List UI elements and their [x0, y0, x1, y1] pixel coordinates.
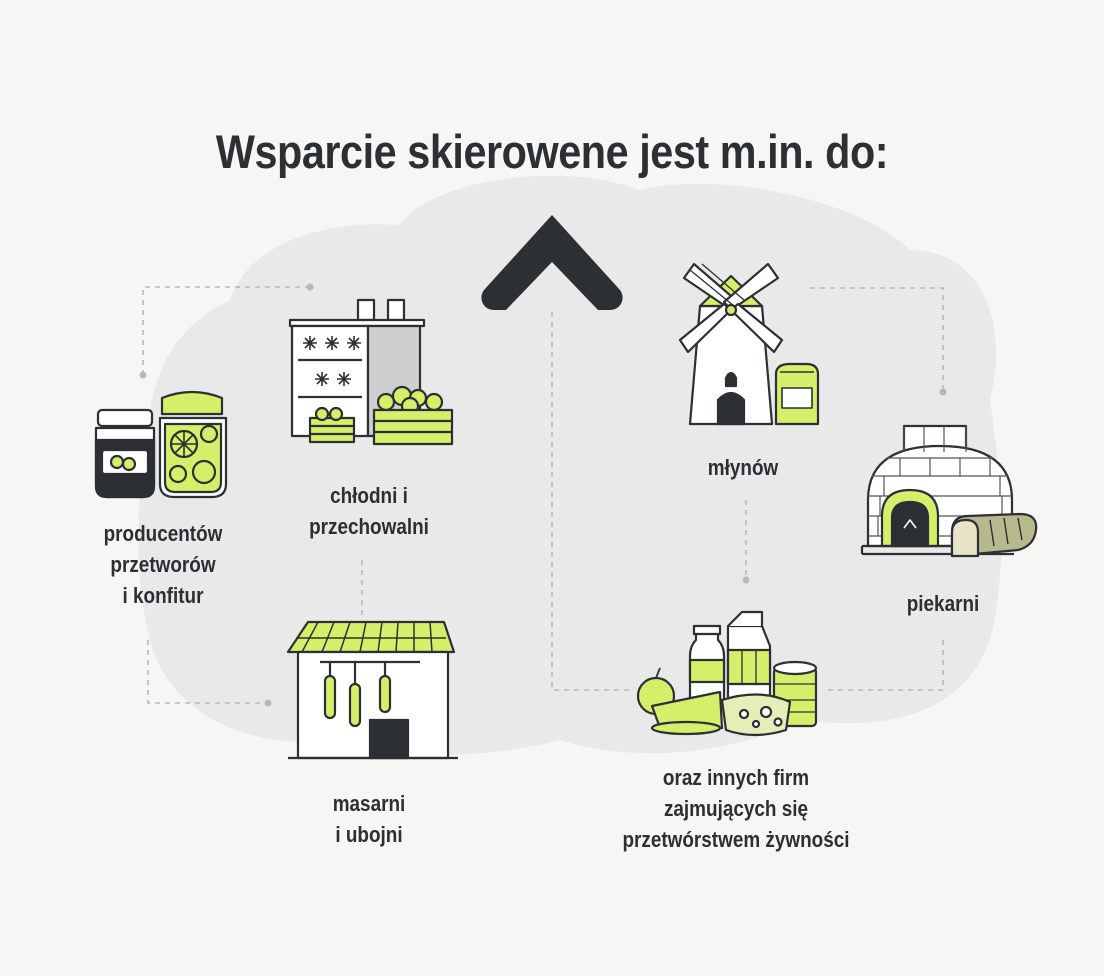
bread-oven-icon [860, 424, 1038, 558]
label-butcher: masarni i ubojni [332, 791, 406, 847]
label-cold-storage: chłodni i przechowalni [309, 483, 429, 539]
label-mills: młynów [707, 455, 779, 480]
connector-dots [139, 283, 947, 707]
butcher-shed-icon [286, 620, 458, 760]
page-title: Wsparcie skierowene jest m.in. do: [215, 125, 889, 178]
oven-bricks [868, 426, 1012, 537]
connector-lines [142, 286, 944, 704]
food-products-icon [636, 610, 818, 737]
snowflake-icon [303, 336, 361, 386]
label-food-processing: oraz innych firm zajmujących się przetwó… [622, 765, 850, 852]
cold-storage-icon [288, 298, 454, 446]
sausage-icon [323, 662, 392, 728]
windmill-blades [678, 262, 784, 354]
windmill-icon [678, 262, 820, 426]
jars-icon [94, 390, 228, 499]
label-bakery: piekarni [906, 591, 980, 616]
chevron-up-icon [481, 215, 623, 310]
label-jams: producentów przetworów i konfitur [103, 521, 223, 608]
